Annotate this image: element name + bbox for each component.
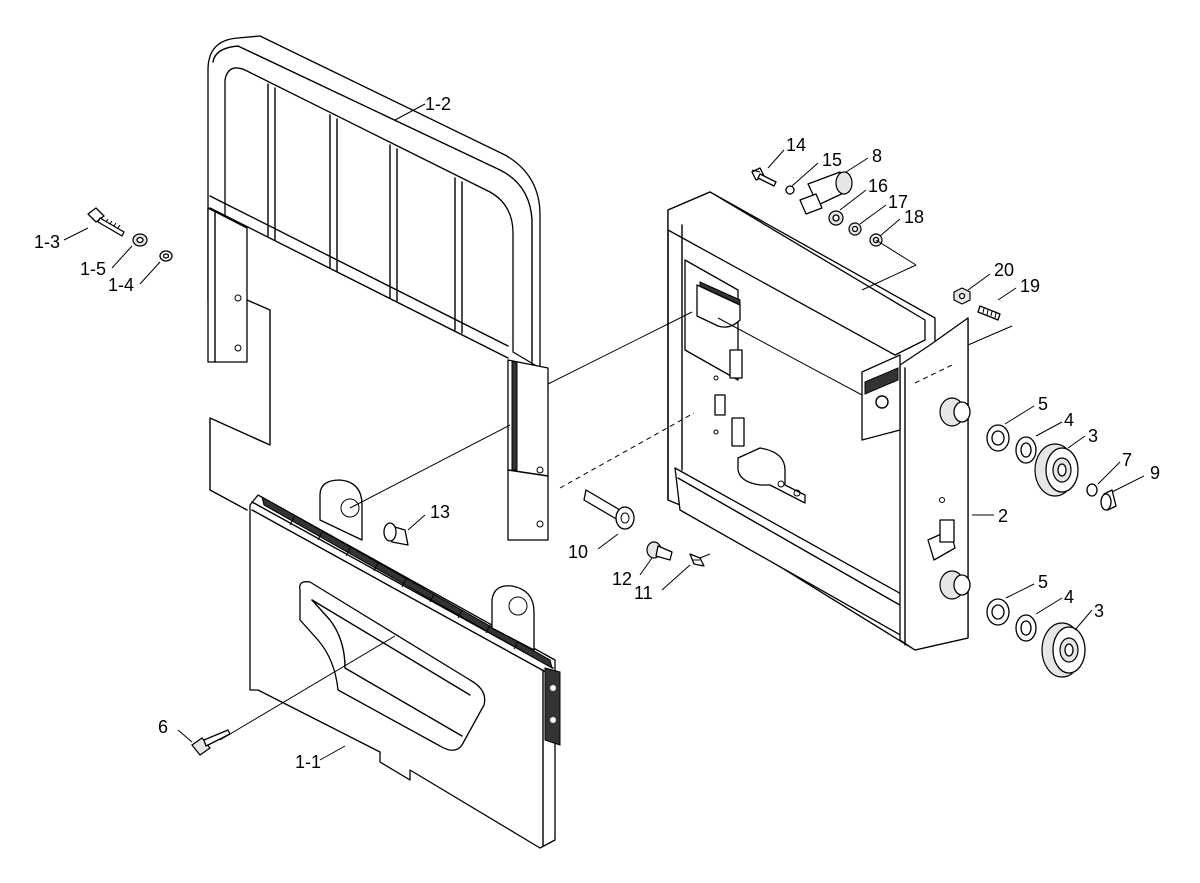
- label-5-upper: 5: [1038, 394, 1048, 414]
- load-backrest: [207, 35, 549, 541]
- shim-5-upper: [986, 424, 1010, 452]
- label-13: 13: [430, 502, 450, 522]
- label-11: 11: [634, 583, 653, 603]
- assembly-lines: [219, 169, 1013, 741]
- washer-1-4: [159, 250, 173, 262]
- label-18: 18: [904, 207, 924, 227]
- label-7: 7: [1122, 450, 1132, 470]
- shim-4-upper: [1015, 436, 1037, 464]
- label-19: 19: [1020, 276, 1040, 296]
- washer-1-5: [132, 233, 148, 247]
- label-leaders: [63, 103, 1145, 761]
- screw-19: [977, 305, 1001, 321]
- label-10: 10: [568, 542, 588, 562]
- cap-9: [1100, 489, 1117, 511]
- fork-carriage-hidden-outline: [209, 299, 271, 511]
- label-1-4: 1-4: [108, 275, 134, 295]
- bolt-6: [191, 729, 231, 756]
- fork-carriage-plate: [249, 479, 561, 849]
- pin-10: [583, 489, 635, 530]
- washer-17: [848, 222, 862, 236]
- washer-15: [785, 185, 795, 195]
- bolt-12: [646, 541, 673, 561]
- part-labels: 1-2 1-3 1-5 1-4 13 6 1-1 10 12 11 14 15 …: [34, 94, 1160, 772]
- bolt-1-3: [87, 207, 125, 237]
- shim-4-lower: [1015, 614, 1037, 642]
- label-12: 12: [612, 569, 632, 589]
- nut-20: [953, 287, 971, 305]
- label-20: 20: [994, 260, 1014, 280]
- main-roller-3-lower: [1041, 622, 1086, 678]
- shim-5-lower: [986, 598, 1010, 626]
- label-14: 14: [786, 135, 806, 155]
- label-8: 8: [872, 146, 882, 166]
- snap-ring-7: [1086, 483, 1098, 497]
- bushing-13: [383, 522, 409, 546]
- label-2: 2: [998, 506, 1008, 526]
- side-roller-8: [799, 171, 853, 215]
- label-3-lower: 3: [1094, 601, 1104, 621]
- label-1-5: 1-5: [80, 259, 106, 279]
- main-roller-3-upper: [1034, 443, 1079, 497]
- label-1-3: 1-3: [34, 232, 60, 252]
- washer-16: [828, 210, 844, 226]
- label-6: 6: [158, 717, 168, 737]
- mast-carriage: [667, 191, 971, 651]
- label-16: 16: [868, 176, 888, 196]
- label-15: 15: [822, 150, 842, 170]
- label-4-lower: 4: [1064, 587, 1074, 607]
- label-5-lower: 5: [1038, 572, 1048, 592]
- label-9: 9: [1150, 463, 1160, 483]
- label-4-upper: 4: [1064, 410, 1074, 430]
- label-17: 17: [888, 192, 908, 212]
- label-3-upper: 3: [1088, 426, 1098, 446]
- label-1-2: 1-2: [425, 94, 451, 114]
- label-1-1: 1-1: [295, 752, 321, 772]
